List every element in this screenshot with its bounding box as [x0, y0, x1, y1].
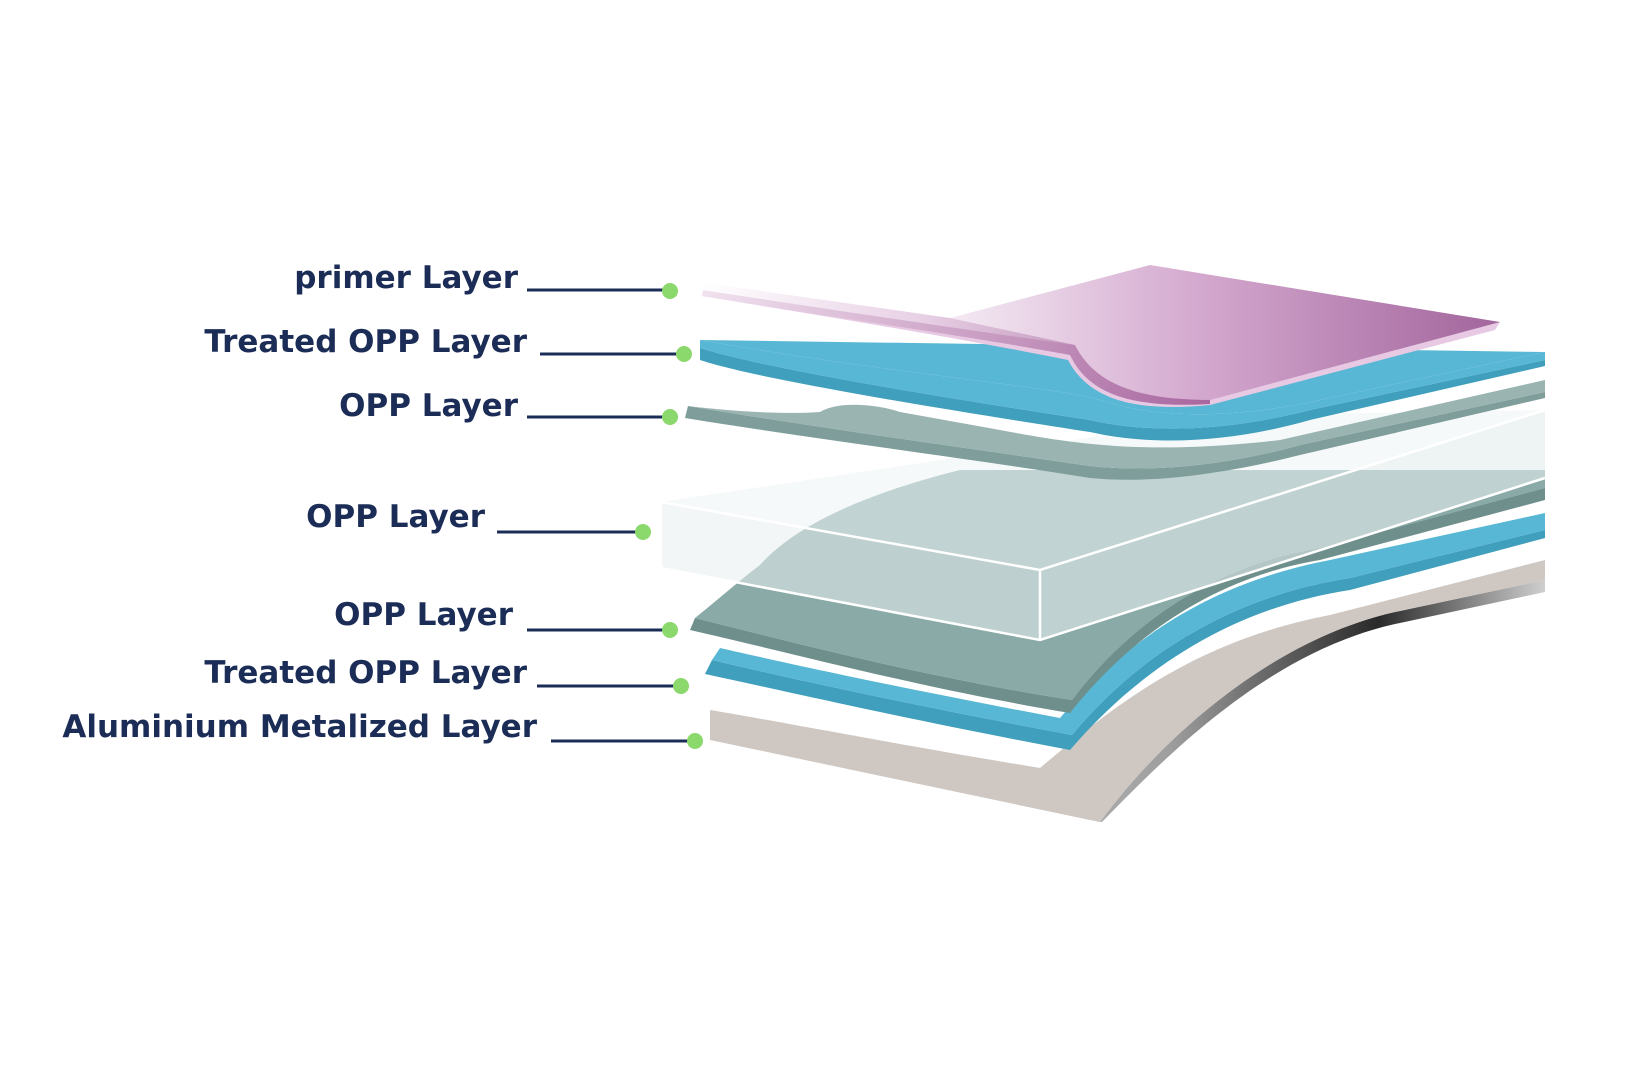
label-primer-layer: primer Layer	[294, 260, 518, 296]
opp-glass-layer-shape	[659, 408, 1546, 642]
primer-layer-shape	[702, 265, 1500, 408]
opp-upper-layer-shape	[685, 380, 1545, 480]
treated-opp-lower-layer-shape	[705, 513, 1545, 750]
leader-dot-opp-layer-2	[635, 524, 651, 540]
leader-dot-opp-layer-3	[662, 622, 678, 638]
label-treated-opp-upper: Treated OPP Layer	[204, 324, 527, 360]
label-treated-opp-lower: Treated OPP Layer	[204, 655, 527, 691]
leader-dot-primer-layer	[662, 283, 678, 299]
leader-dot-treated-opp-upper	[676, 346, 692, 362]
label-opp-layer-3: OPP Layer	[334, 597, 514, 633]
leader-dot-treated-opp-lower	[673, 678, 689, 694]
layer-callouts: primer Layer Treated OPP Layer OPP Layer…	[62, 260, 703, 749]
label-aluminium-metalized-layer: Aluminium Metalized Layer	[62, 709, 537, 745]
label-opp-layer-1: OPP Layer	[339, 388, 519, 424]
label-opp-layer-2: OPP Layer	[306, 499, 486, 535]
aluminium-metalized-layer-shape	[710, 560, 1545, 822]
leader-dot-aluminium-metalized-layer	[687, 733, 703, 749]
leader-dot-opp-layer-1	[662, 409, 678, 425]
